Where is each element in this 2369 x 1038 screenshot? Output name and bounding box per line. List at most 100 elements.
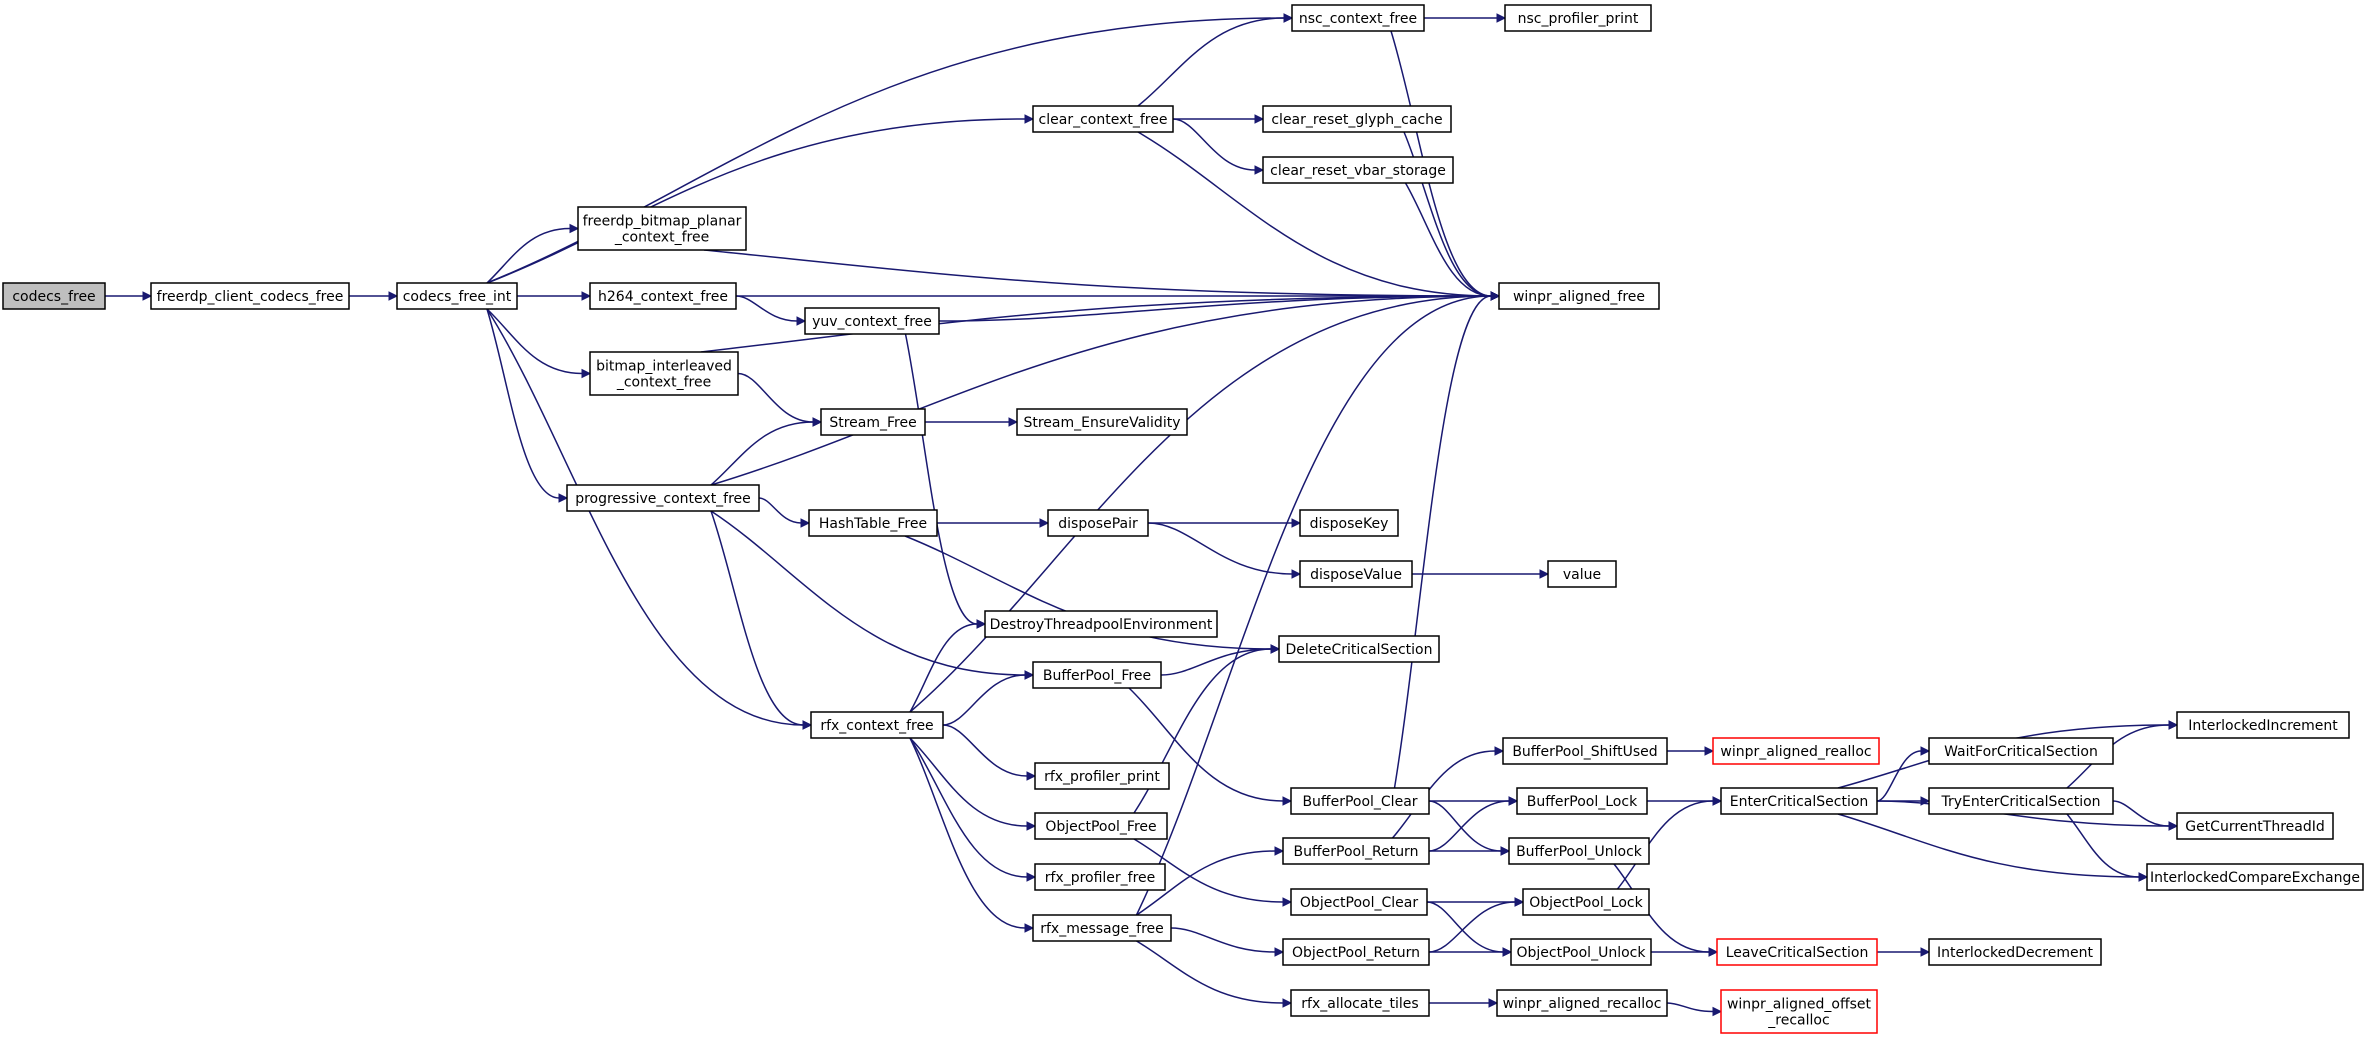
call-graph-nodes: codecs_free freerdp_client_codecs_free cod…: [2, 4, 2364, 1034]
node-box: [1720, 787, 1878, 815]
node-label: rfx_profiler_print: [1044, 769, 1160, 785]
node-box: [1720, 989, 1878, 1034]
edge-clear-reset-vbar-storage-to-winpr-aligned-free: [1404, 182, 1501, 301]
node-label: LeaveCriticalSection: [1726, 945, 1869, 961]
edge-tryentercriticalsection-to-interlockedcompareexchange: [2066, 813, 2149, 882]
edge-winpr-aligned-recalloc-to-winpr-aligned-offset-recalloc: [1666, 1002, 1723, 1017]
node-interlockedincrement[interactable]: InterlockedIncrement: [2176, 711, 2350, 739]
node-box: [804, 307, 940, 335]
node-bufferpool-free[interactable]: BufferPool_Free: [1032, 661, 1162, 689]
node-destroythreadpoolenvironment[interactable]: DestroyThreadpoolEnvironment: [984, 610, 1218, 638]
node-stream-free[interactable]: Stream_Free: [820, 408, 926, 436]
node-freerdp-bitmap-planar-context-free[interactable]: freerdp_bitmap_planar_context_free: [577, 206, 747, 251]
node-label: bitmap_interleaved_context_free: [596, 359, 732, 391]
node-label: BufferPool_Clear: [1302, 794, 1417, 810]
edge-bufferpool-return-to-bufferpool-unlock: [1429, 846, 1511, 856]
node-entercriticalsection[interactable]: EnterCriticalSection: [1720, 787, 1878, 815]
node-label: DestroyThreadpoolEnvironment: [990, 617, 1213, 633]
node-bitmap-interleaved-context-free[interactable]: bitmap_interleaved_context_free: [589, 351, 739, 396]
node-waitforcriticalsection[interactable]: WaitForCriticalSection: [1928, 737, 2114, 765]
node-objectpool-unlock[interactable]: ObjectPool_Unlock: [1510, 938, 1652, 966]
node-interlockedcompareexchange[interactable]: InterlockedCompareExchange: [2146, 863, 2364, 891]
node-objectpool-lock[interactable]: ObjectPool_Lock: [1522, 888, 1650, 916]
node-interlockeddecrement[interactable]: InterlockedDecrement: [1928, 938, 2102, 966]
node-objectpool-return[interactable]: ObjectPool_Return: [1282, 938, 1430, 966]
node-label: disposeValue: [1310, 567, 1402, 583]
node-h264-context-free[interactable]: h264_context_free: [589, 282, 737, 310]
node-disposepair[interactable]: disposePair: [1047, 509, 1149, 537]
node-box: [1290, 989, 1430, 1017]
node-bufferpool-lock[interactable]: BufferPool_Lock: [1516, 787, 1648, 815]
edge-disposevalue-to-value: [1412, 569, 1550, 579]
node-label: yuv_context_free: [812, 314, 932, 330]
node-getcurrentthreadid[interactable]: GetCurrentThreadId: [2176, 812, 2334, 840]
node-winpr-aligned-recalloc[interactable]: winpr_aligned_recalloc: [1496, 989, 1668, 1017]
node-box: [2, 282, 106, 310]
node-box: [1291, 4, 1425, 32]
node-bufferpool-return[interactable]: BufferPool_Return: [1282, 837, 1430, 865]
node-label: clear_reset_glyph_cache: [1271, 112, 1442, 128]
node-bufferpool-unlock[interactable]: BufferPool_Unlock: [1508, 837, 1650, 865]
edge-objectpool-return-to-objectpool-lock: [1428, 897, 1525, 953]
node-leavecriticalsection[interactable]: LeaveCriticalSection: [1716, 938, 1878, 966]
edge-objectpool-return-to-objectpool-unlock: [1428, 947, 1513, 957]
call-graph-edges: [105, 13, 2179, 1017]
node-objectpool-free[interactable]: ObjectPool_Free: [1034, 812, 1168, 840]
node-disposekey[interactable]: disposeKey: [1299, 509, 1399, 537]
edge-rfx-context-free-to-objectpool-free: [909, 737, 1037, 831]
node-nsc-context-free[interactable]: nsc_context_free: [1291, 4, 1425, 32]
edge-clear-context-free-to-nsc-context-free: [1137, 13, 1294, 107]
node-box: [820, 408, 926, 436]
node-objectpool-clear[interactable]: ObjectPool_Clear: [1290, 888, 1428, 916]
node-codecs-free[interactable]: codecs_free: [2, 282, 106, 310]
edge-rfx-context-free-to-destroythreadpoolenvironment: [909, 619, 987, 713]
node-box: [396, 282, 518, 310]
edge-bufferpool-clear-to-winpr-aligned-free: [1393, 291, 1501, 789]
node-box: [1928, 938, 2102, 966]
node-label: h264_context_free: [598, 289, 728, 305]
node-rfx-message-free[interactable]: rfx_message_free: [1032, 914, 1172, 942]
node-rfx-profiler-free[interactable]: rfx_profiler_free: [1034, 863, 1166, 891]
node-label: nsc_context_free: [1299, 11, 1417, 27]
node-freerdp-client-codecs-free[interactable]: freerdp_client_codecs_free: [150, 282, 350, 310]
node-label: clear_context_free: [1039, 112, 1168, 128]
node-clear-context-free[interactable]: clear_context_free: [1032, 105, 1174, 133]
edge-codecs-free-int-to-freerdp-bitmap-planar-context-free: [486, 223, 580, 284]
node-codecs-free-int[interactable]: codecs_free_int: [396, 282, 518, 310]
node-progressive-context-free[interactable]: progressive_context_free: [566, 484, 760, 512]
node-clear-reset-glyph-cache[interactable]: clear_reset_glyph_cache: [1262, 105, 1452, 133]
node-label: BufferPool_Return: [1294, 844, 1419, 860]
node-box: [810, 711, 944, 739]
node-value[interactable]: value: [1547, 560, 1617, 588]
node-clear-reset-vbar-storage[interactable]: clear_reset_vbar_storage: [1262, 156, 1454, 184]
edge-rfx-context-free-to-rfx-profiler-print: [942, 724, 1037, 781]
node-nsc-profiler-print[interactable]: nsc_profiler_print: [1504, 4, 1652, 32]
node-stream-ensurevalidity[interactable]: Stream_EnsureValidity: [1016, 408, 1188, 436]
node-box: [984, 610, 1218, 638]
node-yuv-context-free[interactable]: yuv_context_free: [804, 307, 940, 335]
node-winpr-aligned-free[interactable]: winpr_aligned_free: [1498, 282, 1660, 310]
node-label: rfx_message_free: [1040, 921, 1164, 937]
edge-rfx-context-free-to-rfx-profiler-free: [909, 737, 1037, 882]
node-rfx-profiler-print[interactable]: rfx_profiler_print: [1034, 762, 1170, 790]
node-box: [1262, 105, 1452, 133]
node-box: [1712, 737, 1880, 765]
node-tryentercriticalsection[interactable]: TryEnterCriticalSection: [1928, 787, 2114, 815]
edge-progressive-context-free-to-rfx-context-free: [710, 510, 813, 730]
node-hashtable-free[interactable]: HashTable_Free: [808, 509, 938, 537]
node-rfx-allocate-tiles[interactable]: rfx_allocate_tiles: [1290, 989, 1430, 1017]
node-box: [1032, 914, 1172, 942]
node-label: DeleteCriticalSection: [1286, 642, 1433, 658]
node-bufferpool-shiftused[interactable]: BufferPool_ShiftUsed: [1502, 737, 1668, 765]
node-label: winpr_aligned_realloc: [1720, 744, 1871, 760]
node-winpr-aligned-offset-recalloc[interactable]: winpr_aligned_offset_recalloc: [1720, 989, 1878, 1034]
node-label: EnterCriticalSection: [1730, 794, 1869, 810]
edge-bufferpool-return-to-bufferpool-shiftused: [1391, 746, 1505, 839]
node-box: [1016, 408, 1188, 436]
node-winpr-aligned-realloc[interactable]: winpr_aligned_realloc: [1712, 737, 1880, 765]
node-disposevalue[interactable]: disposeValue: [1299, 560, 1413, 588]
node-deletecriticalsection[interactable]: DeleteCriticalSection: [1278, 635, 1440, 663]
node-bufferpool-clear[interactable]: BufferPool_Clear: [1290, 787, 1430, 815]
node-box: [1504, 4, 1652, 32]
node-rfx-context-free[interactable]: rfx_context_free: [810, 711, 944, 739]
